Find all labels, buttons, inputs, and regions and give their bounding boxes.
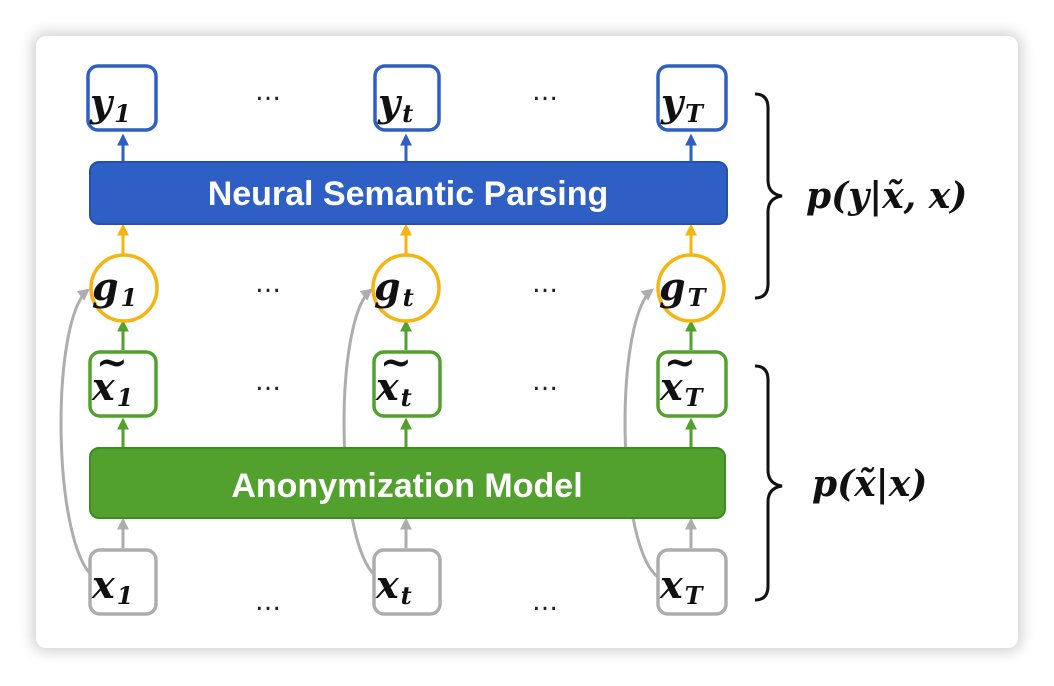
y-node-1 (86, 64, 158, 132)
xt-label-T: xT (659, 364, 705, 412)
ellipsis: … (532, 587, 558, 617)
ellipsis: … (532, 269, 558, 299)
x-label-T: xT (659, 562, 705, 610)
ellipsis: … (532, 77, 558, 107)
prob-parsing: p(y|x̃, x) (806, 175, 967, 217)
g-nodes (89, 253, 726, 323)
skip-arrows (59, 288, 660, 580)
ellipsis: … (255, 269, 281, 299)
xt-label-1: x1 (91, 364, 133, 412)
bracket-bottom (754, 364, 783, 602)
diagram-card (36, 36, 1018, 648)
y-label-1: y1 (89, 80, 131, 128)
x-label-t: xt (375, 562, 412, 610)
x-node-t (372, 548, 442, 616)
x-node-1 (88, 548, 158, 616)
xt-nodes (88, 350, 728, 418)
y-label-T: yT (660, 80, 705, 128)
skip-arrow-t (342, 288, 379, 580)
xt-node-1 (88, 350, 158, 418)
xt-label-t: xt (375, 364, 412, 412)
x-nodes (88, 548, 728, 616)
xt-accent-1: ~ (96, 339, 128, 384)
x-node-T (656, 548, 728, 616)
xt-node-t (372, 350, 442, 418)
ellipsis: … (255, 367, 281, 397)
g-label-T: gT (659, 264, 708, 312)
g-node-T (656, 253, 726, 323)
xt-accent-T: ~ (664, 339, 696, 384)
parsing-bar-label: Neural Semantic Parsing (208, 175, 609, 213)
anonymization-bar-label: Anonymization Model (231, 467, 582, 505)
parsing-bar: Neural Semantic Parsing (89, 161, 728, 225)
ellipses: … … … … … … … … (255, 77, 558, 617)
xt-accent-t: ~ (380, 339, 412, 384)
g-node-t (371, 253, 441, 323)
g-label-t: gt (374, 264, 414, 312)
ellipsis: … (255, 587, 281, 617)
g-node-1 (89, 253, 159, 323)
y-label-t: yt (377, 80, 413, 128)
ellipsis: … (255, 77, 281, 107)
y-node-t (373, 64, 441, 132)
brackets: p(y|x̃, x) p(x̃|x) (754, 92, 967, 602)
y-node-T (656, 64, 728, 132)
skip-arrow-1 (59, 288, 96, 580)
xt-node-T (656, 350, 728, 418)
prob-anonymization: p(x̃|x) (812, 463, 927, 505)
skip-arrow-T (623, 288, 660, 580)
g-label-1: g1 (92, 264, 137, 312)
x-label-1: x1 (91, 562, 133, 610)
y-nodes (86, 64, 728, 132)
bracket-top (754, 92, 783, 300)
anonymization-bar: Anonymization Model (89, 447, 726, 519)
node-labels: y1 yt yT g1 gt gT ~ x1 ~ xt ~ xT x1 xt x… (89, 80, 708, 610)
ellipsis: … (532, 367, 558, 397)
vertical-arrows (117, 133, 697, 548)
